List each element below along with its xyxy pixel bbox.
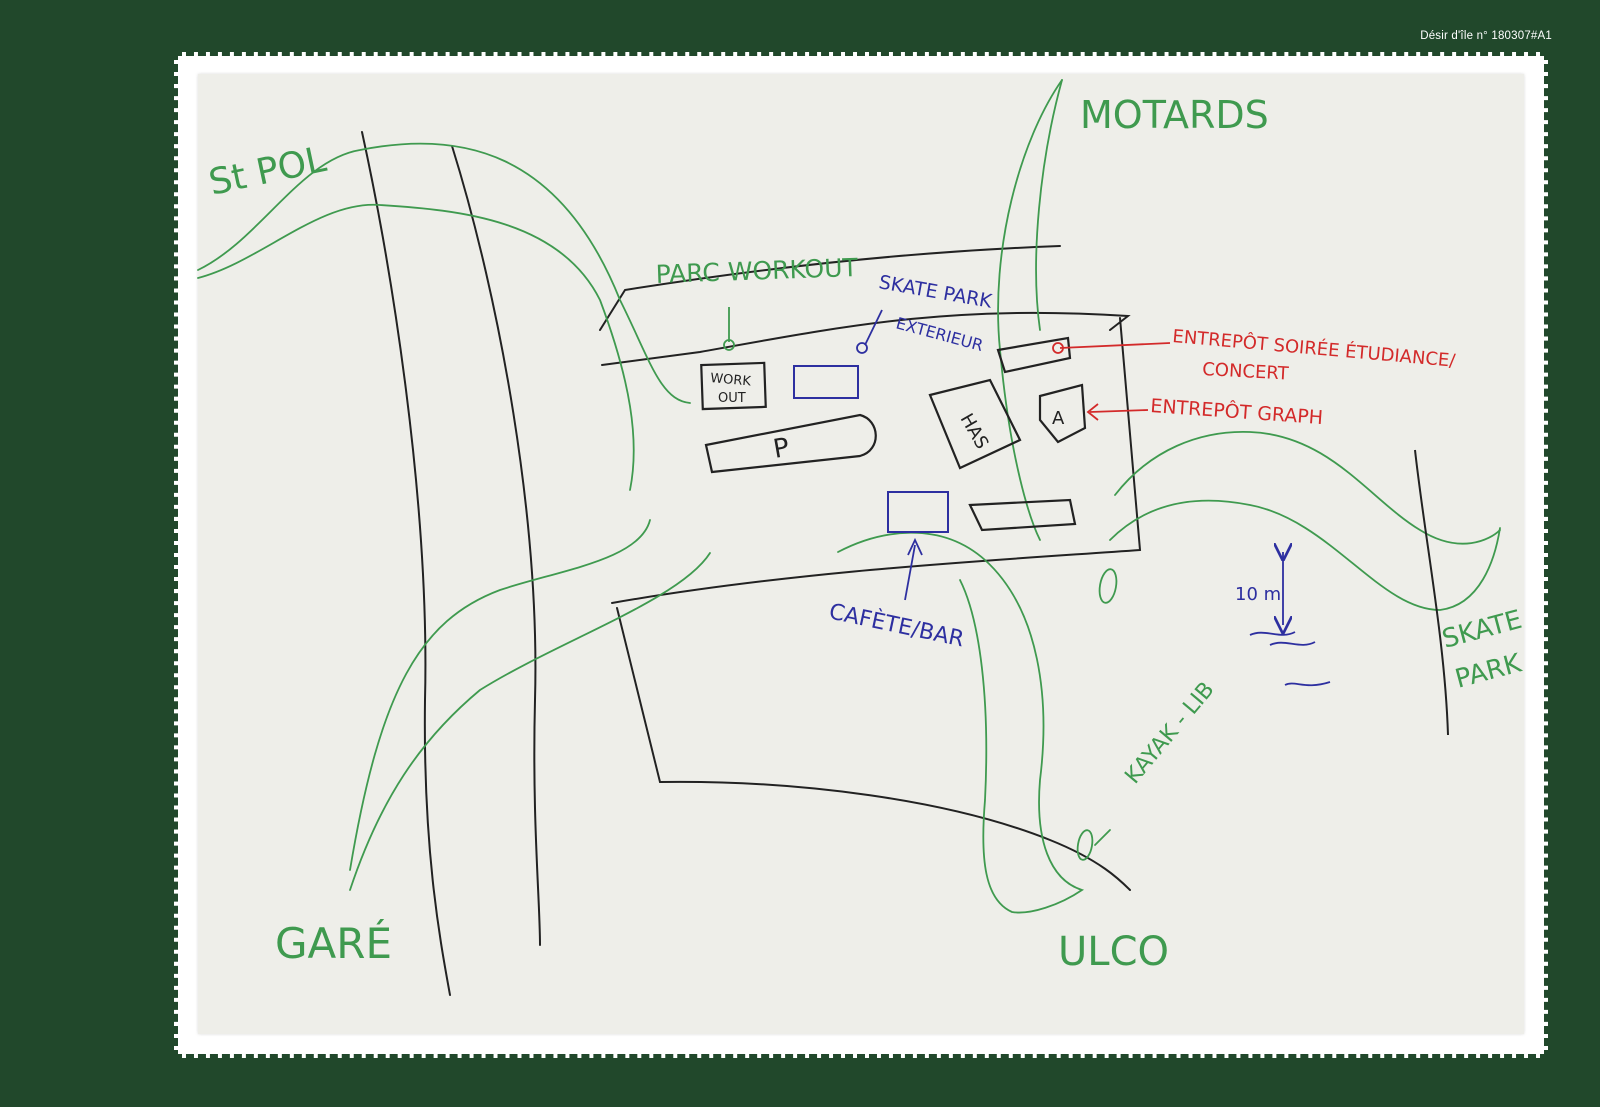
upper-line xyxy=(599,245,1061,331)
label-gare: GARÉ xyxy=(275,918,392,968)
green-place-labels: St POL MOTARDS GARÉ ULCO SKATE PARK KAYA… xyxy=(205,93,1525,975)
paper-sheet xyxy=(198,74,1524,1034)
label-workout-2: OUT xyxy=(718,391,746,406)
lower-zone xyxy=(616,607,1131,891)
blue-buildings xyxy=(793,365,949,533)
label-kayak: KAYAK - LIB xyxy=(1120,678,1219,789)
label-entrepot-soiree-2: CONCERT xyxy=(1202,359,1290,385)
label-parc-workout: PARC WORKOUT xyxy=(655,253,859,289)
top-road xyxy=(601,311,1131,366)
red-labels: ENTREPÔT SOIRÉE ÉTUDIANCE/ CONCERT ENTRE… xyxy=(1150,325,1458,429)
label-a: A xyxy=(1052,408,1065,429)
building-labels: WORK OUT P HAS A xyxy=(710,371,1065,465)
roads xyxy=(361,131,1142,996)
pointers xyxy=(723,307,1331,687)
label-skate-park-ext-1: SKATE PARK xyxy=(877,271,994,313)
label-skate-park-ext-2: EXTERIEUR xyxy=(894,314,985,356)
green-paths xyxy=(197,79,1501,914)
building-entrepot-soiree xyxy=(996,336,1072,374)
label-skate-right-2: PARK xyxy=(1452,648,1525,695)
label-workout-1: WORK xyxy=(710,371,752,390)
building-workout xyxy=(700,361,767,411)
building-cafete xyxy=(887,491,949,533)
label-skate-right-1: SKATE xyxy=(1439,605,1525,655)
label-entrepot-graph: ENTREPÔT GRAPH xyxy=(1150,393,1324,429)
skate-park-line xyxy=(1414,449,1449,736)
site-outline xyxy=(611,317,1142,604)
label-parking: P xyxy=(771,433,792,465)
building-skate-park xyxy=(793,365,859,399)
label-motards: MOTARDS xyxy=(1080,93,1269,137)
label-has: HAS xyxy=(956,410,993,453)
building-long xyxy=(968,498,1077,532)
building-parking xyxy=(704,413,877,474)
road-line-2 xyxy=(451,145,541,946)
road-line-1 xyxy=(361,131,451,996)
blue-labels: SKATE PARK EXTERIEUR CAFÈTE/BAR 10 m xyxy=(827,271,1281,652)
label-cafete-bar: CAFÈTE/BAR xyxy=(827,598,967,652)
buildings xyxy=(700,336,1087,532)
label-ulco: ULCO xyxy=(1058,929,1169,975)
reference-label: Désir d'île n° 180307#A1 xyxy=(1420,30,1552,42)
building-a xyxy=(1038,383,1087,444)
label-distance: 10 m xyxy=(1235,584,1281,605)
building-has xyxy=(928,378,1022,470)
label-st-pol: St POL xyxy=(205,139,329,204)
